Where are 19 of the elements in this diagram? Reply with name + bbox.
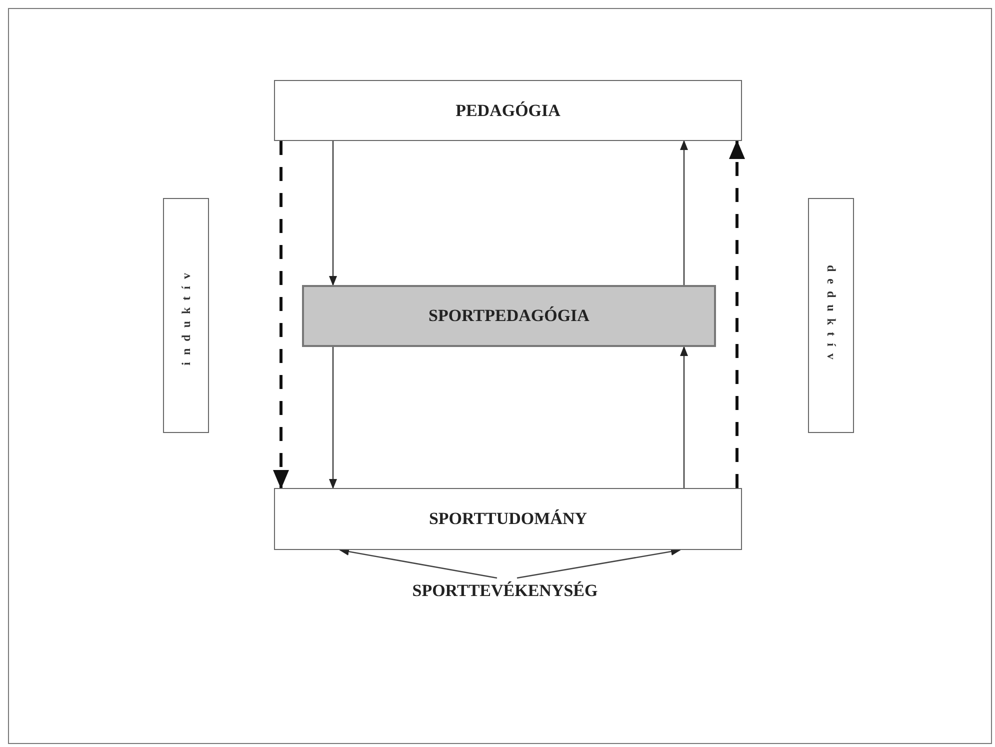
- vertical-label: induktív: [178, 266, 194, 366]
- concept-box: [302, 285, 716, 347]
- node-label: PEDAGÓGIA: [456, 100, 560, 120]
- concept-box: [808, 198, 854, 433]
- arrow: [329, 347, 337, 489]
- arrow: [339, 548, 498, 579]
- node-label: SPORTTEVÉKENYSÉG: [412, 581, 598, 601]
- arrow: [329, 141, 337, 286]
- arrow: [680, 140, 688, 285]
- arrow: [680, 346, 688, 488]
- arrow: [273, 141, 289, 489]
- concept-box: [163, 198, 209, 433]
- concept-box: [274, 488, 742, 550]
- arrow: [729, 140, 745, 488]
- concept-box: [274, 80, 742, 141]
- arrow: [516, 548, 681, 579]
- vertical-label: deduktív: [824, 264, 838, 366]
- node-label: SPORTTUDOMÁNY: [428, 509, 588, 529]
- node-label: SPORTPEDAGÓGIA: [428, 306, 590, 326]
